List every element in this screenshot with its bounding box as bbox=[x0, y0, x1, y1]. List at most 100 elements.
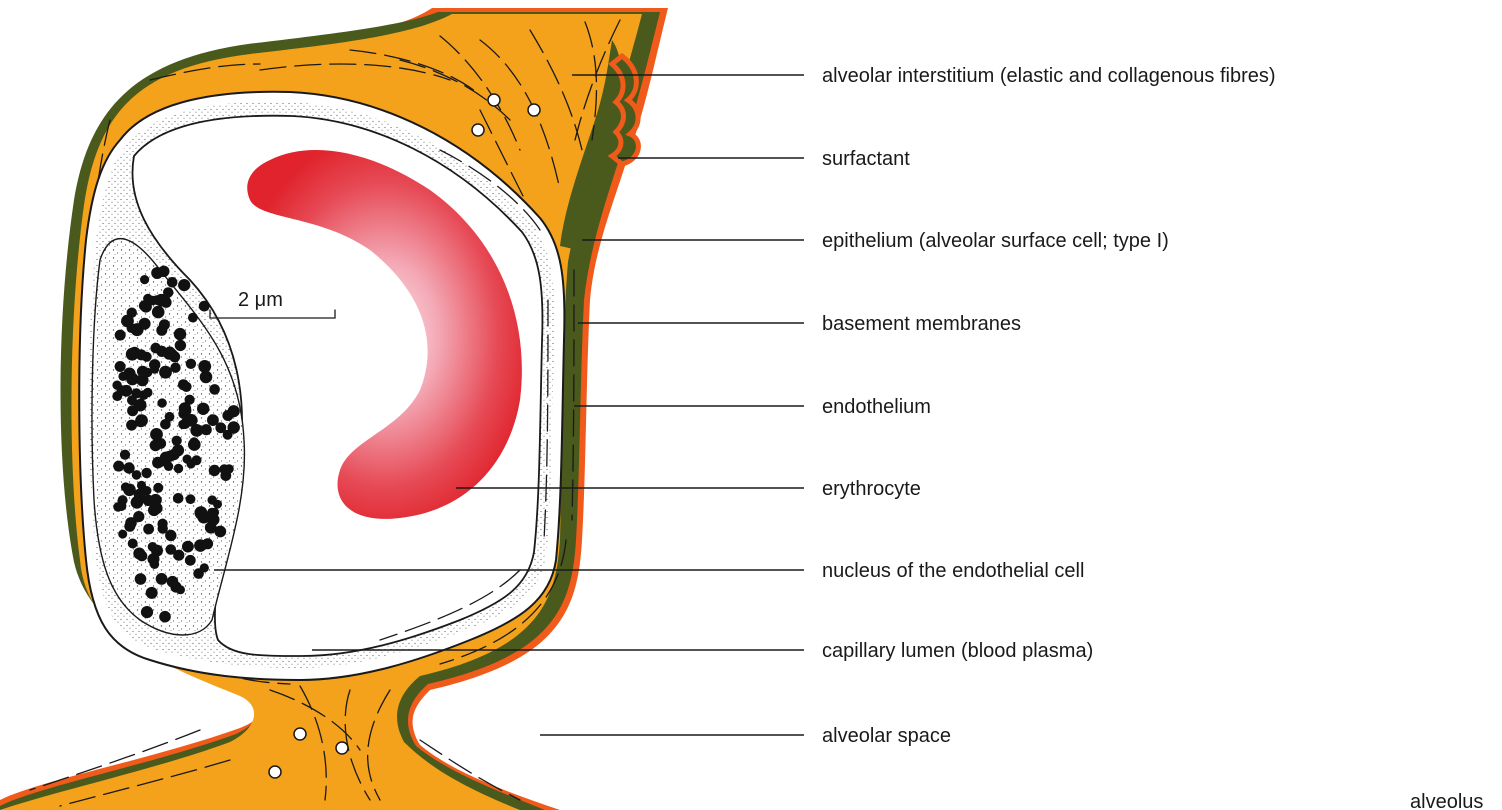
chromatin-dot bbox=[156, 573, 168, 585]
chromatin-dot bbox=[112, 381, 121, 390]
chromatin-dot bbox=[150, 428, 163, 441]
chromatin-dot bbox=[173, 493, 184, 504]
chromatin-dot bbox=[166, 544, 177, 555]
label-alveolar-interstitium: alveolar interstitium (elastic and colla… bbox=[822, 65, 1276, 87]
chromatin-dot bbox=[185, 395, 195, 405]
scale-bar-label: 2 μm bbox=[238, 289, 283, 311]
label-alveolar-space: alveolar space bbox=[822, 725, 951, 747]
chromatin-dot bbox=[176, 585, 185, 594]
chromatin-dot bbox=[120, 385, 132, 397]
chromatin-dot bbox=[159, 611, 171, 623]
chromatin-dot bbox=[141, 468, 151, 478]
chromatin-dot bbox=[141, 606, 153, 618]
chromatin-dot bbox=[201, 424, 212, 435]
chromatin-dot bbox=[126, 348, 139, 361]
chromatin-dot bbox=[113, 461, 124, 472]
chromatin-dot bbox=[153, 483, 163, 493]
labels: alveolar interstitium (elastic and colla… bbox=[822, 65, 1483, 810]
chromatin-dot bbox=[150, 343, 161, 354]
chromatin-dot bbox=[161, 297, 172, 308]
chromatin-dot bbox=[135, 414, 148, 427]
chromatin-dot bbox=[193, 568, 204, 579]
chromatin-dot bbox=[146, 587, 158, 599]
label-endothelium: endothelium bbox=[822, 396, 931, 418]
chromatin-dot bbox=[182, 541, 194, 553]
label-surfactant: surfactant bbox=[822, 148, 910, 170]
chromatin-dot bbox=[115, 361, 126, 372]
chromatin-dot bbox=[159, 366, 172, 379]
chromatin-dot bbox=[133, 511, 144, 522]
chromatin-dot bbox=[205, 522, 217, 534]
chromatin-dot bbox=[127, 395, 137, 405]
chromatin-dot bbox=[140, 275, 149, 284]
chromatin-dot bbox=[228, 421, 240, 433]
chromatin-dot bbox=[167, 277, 178, 288]
chromatin-dot bbox=[120, 450, 130, 460]
label-erythrocyte: erythrocyte bbox=[822, 478, 921, 500]
chromatin-dot bbox=[158, 266, 169, 277]
chromatin-dot bbox=[160, 419, 171, 430]
chromatin-dot bbox=[118, 530, 127, 539]
chromatin-dot bbox=[149, 359, 160, 370]
chromatin-dot bbox=[213, 500, 222, 509]
chromatin-dot bbox=[134, 489, 146, 501]
chromatin-dot bbox=[174, 464, 183, 473]
chromatin-dot bbox=[186, 359, 196, 369]
chromatin-dot bbox=[135, 573, 147, 585]
chromatin-dot bbox=[186, 494, 196, 504]
chromatin-dot bbox=[209, 465, 220, 476]
chromatin-dot bbox=[178, 379, 189, 390]
chromatin-dot bbox=[183, 455, 192, 464]
chromatin-dot bbox=[185, 414, 198, 427]
chromatin-dot bbox=[157, 398, 166, 407]
chromatin-dot bbox=[112, 391, 122, 401]
chromatin-dot bbox=[123, 462, 134, 473]
chromatin-dot bbox=[192, 455, 202, 465]
chromatin-dot bbox=[172, 436, 182, 446]
chromatin-dot bbox=[149, 494, 161, 506]
label-epithelium: epithelium (alveolar surface cell; type … bbox=[822, 230, 1169, 252]
chromatin-dot bbox=[210, 508, 219, 517]
label-capillary-lumen: capillary lumen (blood plasma) bbox=[822, 640, 1093, 662]
chromatin-dot bbox=[160, 452, 172, 464]
chromatin-dot bbox=[188, 313, 198, 323]
chromatin-dot bbox=[197, 511, 210, 524]
chromatin-dot bbox=[202, 538, 213, 549]
chromatin-dot bbox=[197, 403, 209, 415]
chromatin-dot bbox=[199, 301, 210, 312]
chromatin-dot bbox=[150, 440, 162, 452]
label-basement-membranes: basement membranes bbox=[822, 313, 1021, 335]
chromatin-dot bbox=[158, 519, 168, 529]
chromatin-dot bbox=[143, 524, 154, 535]
chromatin-dot bbox=[198, 360, 211, 373]
chromatin-dot bbox=[137, 366, 148, 377]
chromatin-dot bbox=[152, 306, 165, 319]
chromatin-dot bbox=[167, 576, 179, 588]
chromatin-dot bbox=[178, 279, 190, 291]
chromatin-dot bbox=[174, 328, 186, 340]
chromatin-dot bbox=[121, 315, 134, 328]
chromatin-dot bbox=[172, 444, 184, 456]
chromatin-dot bbox=[128, 539, 138, 549]
label-alveolus-cutoff: alveolus bbox=[1410, 791, 1483, 810]
chromatin-dot bbox=[163, 349, 174, 360]
chromatin-dot bbox=[115, 330, 126, 341]
chromatin-dot bbox=[121, 482, 130, 491]
chromatin-dot bbox=[140, 301, 152, 313]
chromatin-dot bbox=[175, 340, 186, 351]
chromatin-dot bbox=[150, 560, 159, 569]
chromatin-dot bbox=[170, 363, 180, 373]
chromatin-dot bbox=[133, 548, 145, 560]
chromatin-dot bbox=[185, 555, 196, 566]
label-nucleus: nucleus of the endothelial cell bbox=[822, 560, 1084, 582]
chromatin-dot bbox=[228, 405, 240, 417]
chromatin-dot bbox=[209, 384, 220, 395]
chromatin-dot bbox=[116, 501, 126, 511]
chromatin-dot bbox=[219, 464, 229, 474]
chromatin-dot bbox=[207, 414, 219, 426]
chromatin-dot bbox=[151, 545, 163, 557]
chromatin-dot bbox=[139, 318, 151, 330]
chromatin-dot bbox=[165, 530, 176, 541]
chromatin-dot bbox=[189, 437, 198, 446]
